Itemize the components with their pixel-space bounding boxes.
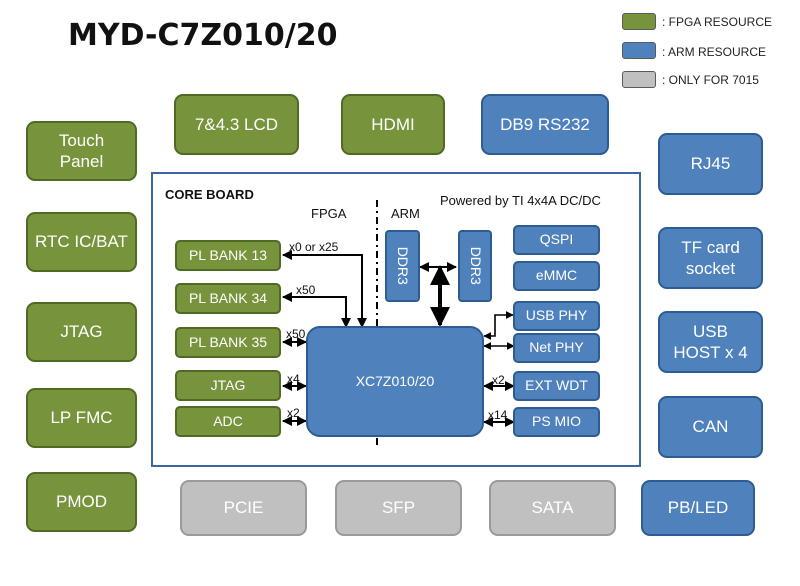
- link-label-pl-bank-35: x50: [286, 327, 306, 341]
- powered-by-label: Powered by TI 4x4A DC/DC: [440, 193, 601, 208]
- legend-label-7015: : ONLY FOR 7015: [662, 73, 759, 87]
- emmc-block: eMMC: [513, 261, 600, 291]
- pmod-block: PMOD: [26, 472, 137, 532]
- db9-rs232-block: DB9 RS232: [481, 94, 609, 155]
- legend-label-arm: : ARM RESOURCE: [662, 45, 767, 59]
- touch-panel-block: Touch Panel: [26, 121, 137, 181]
- pl-bank-35-block: PL BANK 35: [175, 327, 281, 358]
- adc-block: ADC: [175, 406, 281, 437]
- legend-swatch-arm: [622, 42, 656, 59]
- link-label-adc: x2: [287, 406, 300, 420]
- ddr3-block-1: DDR3: [385, 230, 420, 302]
- tf-card-block: TF card socket: [658, 227, 763, 289]
- link-label-ps-mio: x14: [488, 408, 508, 422]
- rtc-block: RTC IC/BAT: [26, 212, 137, 272]
- soc-xc7z010-block: XC7Z010/20: [306, 326, 484, 437]
- legend-swatch-fpga: [622, 13, 656, 30]
- usb-host-block: USB HOST x 4: [658, 311, 763, 373]
- jtag-connector-block: JTAG: [26, 302, 137, 362]
- core-board-label: CORE BOARD: [165, 187, 254, 202]
- link-label-pl-bank-34: x50: [296, 283, 316, 297]
- rj45-block: RJ45: [658, 133, 763, 195]
- ddr3-block-2: DDR3: [458, 230, 492, 302]
- pl-bank-34-block: PL BANK 34: [175, 283, 281, 314]
- ext-wdt-block: EXT WDT: [513, 371, 600, 401]
- lp-fmc-block: LP FMC: [26, 388, 137, 448]
- link-label-pl-bank-13: x0 or x25: [289, 240, 339, 254]
- page-title: MYD-C7Z010/20: [68, 18, 338, 53]
- link-label-ext-wdt: x2: [492, 373, 505, 387]
- arm-section-label: ARM: [391, 206, 420, 221]
- sata-block: SATA: [489, 480, 616, 536]
- link-usb-phy: [483, 311, 514, 340]
- legend-swatch-7015: [622, 71, 656, 88]
- ddr3-label-2: DDR3: [467, 246, 484, 286]
- pb-led-block: PB/LED: [641, 480, 755, 536]
- qspi-block: QSPI: [513, 225, 600, 255]
- link-pl-bank-13: [282, 250, 367, 328]
- pl-jtag-block: JTAG: [175, 370, 281, 401]
- ddr3-label-1: DDR3: [395, 246, 412, 286]
- lcd-block: 7&4.3 LCD: [174, 94, 299, 155]
- ps-mio-block: PS MIO: [513, 407, 600, 437]
- net-phy-block: Net PHY: [513, 333, 600, 363]
- link-pl-bank-34: [282, 292, 351, 328]
- legend-label-fpga: : FPGA RESOURCE: [662, 15, 773, 29]
- usb-phy-block: USB PHY: [513, 301, 600, 331]
- can-block: CAN: [658, 396, 763, 458]
- hdmi-block: HDMI: [341, 94, 445, 155]
- pcie-block: PCIE: [180, 480, 307, 536]
- fpga-section-label: FPGA: [311, 206, 347, 221]
- pl-bank-13-block: PL BANK 13: [175, 240, 281, 271]
- link-label-jtag: x4: [287, 372, 300, 386]
- sfp-block: SFP: [335, 480, 462, 536]
